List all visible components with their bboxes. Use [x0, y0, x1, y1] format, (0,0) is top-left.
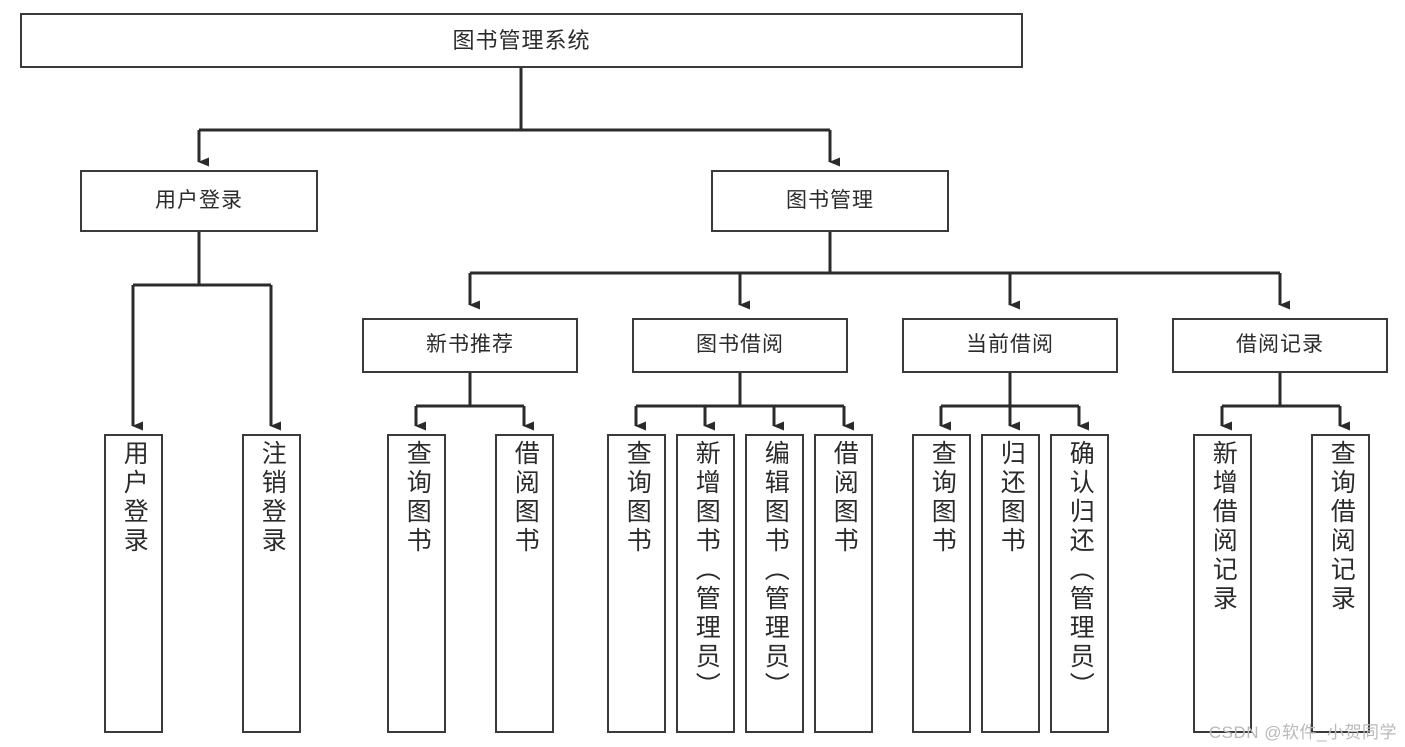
leaf-borrow-book-borrow[interactable]: 借阅图书 — [814, 434, 873, 733]
node-label: 新增图书（管理员） — [692, 440, 721, 701]
leaf-user-logout[interactable]: 注销登录 — [242, 434, 301, 733]
node-current-borrow[interactable]: 当前借阅 — [902, 318, 1118, 373]
node-label: 查询借阅记录 — [1327, 440, 1356, 614]
leaf-confirm-return-admin[interactable]: 确认归还（管理员） — [1050, 434, 1109, 733]
node-label: 借阅记录 — [1236, 333, 1324, 357]
leaf-user-login[interactable]: 用户登录 — [104, 434, 163, 733]
leaf-borrow-book-new-rec[interactable]: 借阅图书 — [495, 434, 554, 733]
node-label: 借阅图书 — [830, 440, 859, 556]
csdn-watermark: CSDN @软件_小贺同学 — [1208, 723, 1397, 742]
node-book-borrow[interactable]: 图书借阅 — [632, 318, 848, 373]
node-label: 确认归还（管理员） — [1066, 440, 1095, 701]
node-label: 新书推荐 — [426, 333, 514, 357]
node-label: 编辑图书（管理员） — [761, 440, 790, 701]
leaf-edit-book-admin[interactable]: 编辑图书（管理员） — [745, 434, 804, 733]
node-root-book-management-system[interactable]: 图书管理系统 — [20, 13, 1023, 68]
node-label: 图书管理 — [786, 188, 874, 212]
node-label: 用户登录 — [120, 440, 149, 556]
leaf-query-book-new-rec[interactable]: 查询图书 — [387, 434, 446, 733]
leaf-add-borrow-record[interactable]: 新增借阅记录 — [1193, 434, 1252, 733]
node-label: 新增借阅记录 — [1209, 440, 1238, 614]
leaf-add-book-admin[interactable]: 新增图书（管理员） — [676, 434, 735, 733]
node-book-manage[interactable]: 图书管理 — [711, 170, 949, 232]
node-label: 查询图书 — [928, 440, 957, 556]
node-label: 图书管理系统 — [452, 27, 591, 53]
node-label: 当前借阅 — [966, 333, 1054, 357]
leaf-return-book[interactable]: 归还图书 — [981, 434, 1040, 733]
node-new-book-recommend[interactable]: 新书推荐 — [362, 318, 578, 373]
node-label: 借阅图书 — [511, 440, 540, 556]
leaf-query-borrow-record[interactable]: 查询借阅记录 — [1311, 434, 1370, 733]
node-user-login[interactable]: 用户登录 — [80, 170, 318, 232]
leaf-query-book-current[interactable]: 查询图书 — [912, 434, 971, 733]
node-label: 查询图书 — [403, 440, 432, 556]
node-label: 归还图书 — [997, 440, 1026, 556]
node-label: 用户登录 — [155, 188, 243, 212]
node-label: 图书借阅 — [696, 333, 784, 357]
node-label: 查询图书 — [623, 440, 652, 556]
leaf-query-book-borrow[interactable]: 查询图书 — [607, 434, 666, 733]
node-label: 注销登录 — [258, 440, 287, 556]
node-borrow-record[interactable]: 借阅记录 — [1172, 318, 1388, 373]
